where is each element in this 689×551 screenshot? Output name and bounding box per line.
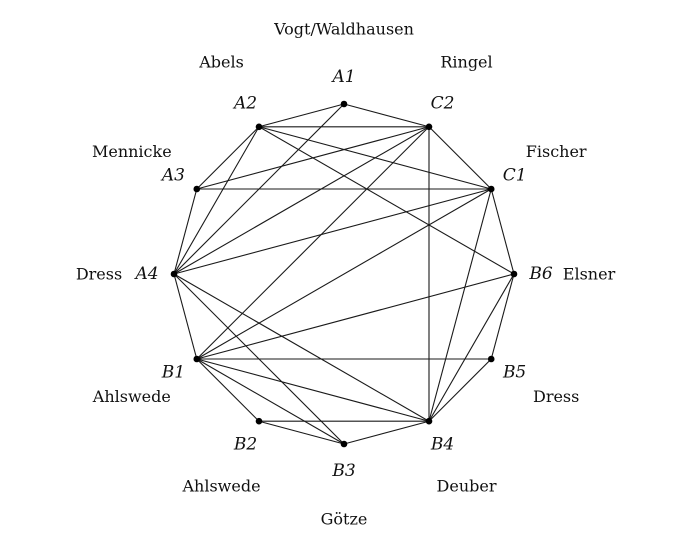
node-name-label: Abels xyxy=(198,52,244,71)
edge-b1-b4 xyxy=(196,358,430,422)
node-name-label: Fischer xyxy=(526,142,587,161)
node-a3 xyxy=(193,185,201,193)
edge-a2-b6 xyxy=(258,126,515,275)
node-id-label: A1 xyxy=(330,67,355,87)
node-id-label: C2 xyxy=(431,93,455,113)
edge-a4-c2 xyxy=(173,126,430,275)
node-name-label: Vogt/Waldhausen xyxy=(273,20,414,39)
edge-c1-b6 xyxy=(490,188,515,275)
node-id-label: A2 xyxy=(232,93,257,113)
node-c2 xyxy=(425,123,433,131)
node-name-label: Ahlswede xyxy=(92,387,171,406)
edge-a4-a1 xyxy=(173,103,345,275)
node-id-label: C1 xyxy=(503,166,527,186)
node-id-label: A4 xyxy=(133,264,158,284)
node-id-label: A3 xyxy=(160,166,185,186)
edge-b3-b2 xyxy=(258,420,345,445)
node-id-label: B1 xyxy=(161,363,185,383)
edge-b1-c2 xyxy=(196,126,430,360)
edge-b5-b4 xyxy=(428,358,492,422)
node-b6 xyxy=(510,270,518,278)
edge-b2-b1 xyxy=(196,358,260,422)
node-id-label: B6 xyxy=(528,264,552,284)
node-name-label: Ringel xyxy=(440,52,492,71)
node-id-label: B5 xyxy=(502,363,526,383)
edges-layer xyxy=(173,103,515,445)
nodes-layer xyxy=(170,100,518,448)
node-id-label: B3 xyxy=(331,461,355,481)
node-b3 xyxy=(340,440,348,448)
node-a2 xyxy=(255,123,263,131)
edge-a4-a2 xyxy=(173,126,260,275)
edge-b1-b3 xyxy=(196,358,345,445)
edge-a4-c1 xyxy=(173,188,492,275)
edge-b6-b5 xyxy=(490,273,515,360)
node-a1 xyxy=(340,100,348,108)
node-name-label: Elsner xyxy=(563,265,616,284)
node-b2 xyxy=(255,417,263,425)
edge-c1-b4 xyxy=(428,188,492,422)
edge-a4-b4 xyxy=(173,273,430,422)
node-a4 xyxy=(170,270,178,278)
edge-a1-c2 xyxy=(343,103,430,128)
node-name-label: Deuber xyxy=(437,477,497,496)
edge-a2-a1 xyxy=(258,103,345,128)
edge-b6-b4 xyxy=(428,273,515,422)
node-b4 xyxy=(425,417,433,425)
edge-c2-c1 xyxy=(428,126,492,190)
edge-b4-b3 xyxy=(343,420,430,445)
node-name-label: Ahlswede xyxy=(181,477,260,496)
edge-b1-c1 xyxy=(196,188,492,360)
node-name-label: Götze xyxy=(321,510,368,529)
node-name-label: Dress xyxy=(533,387,579,406)
node-name-label: Dress xyxy=(76,265,122,284)
edge-a3-a2 xyxy=(196,126,260,190)
edge-a4-a3 xyxy=(173,188,198,275)
node-id-label: B4 xyxy=(430,435,454,455)
node-b5 xyxy=(487,355,495,363)
node-id-label: B2 xyxy=(233,435,257,455)
node-name-label: Mennicke xyxy=(92,142,172,161)
node-b1 xyxy=(193,355,201,363)
edge-b1-a4 xyxy=(173,273,198,360)
edge-b1-b6 xyxy=(196,273,515,360)
node-c1 xyxy=(487,185,495,193)
